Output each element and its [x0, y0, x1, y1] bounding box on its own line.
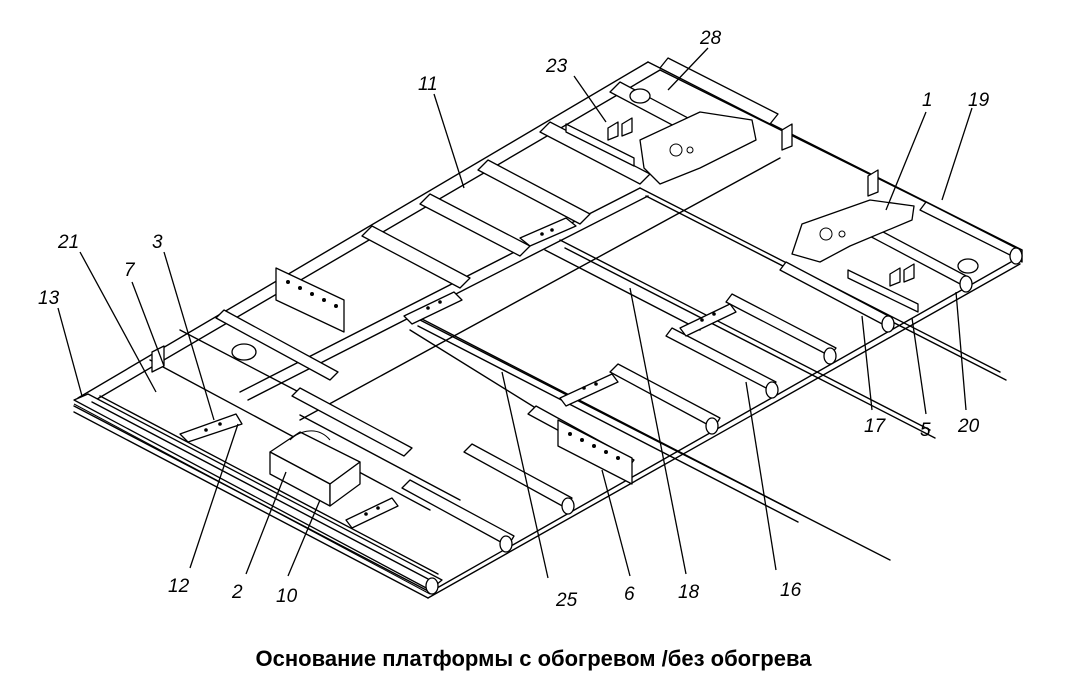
- callout-21: 21: [57, 232, 79, 253]
- callout-2: 2: [231, 582, 243, 603]
- callout-1: 1: [922, 90, 933, 111]
- callout-3: 3: [152, 232, 163, 253]
- heater-box: [269, 430, 361, 507]
- callout-7: 7: [124, 260, 136, 281]
- callout-17: 17: [864, 416, 887, 437]
- callout-labels: 28 23 11 1 19 21 3 7 13 17 5 20 12 2 10 …: [38, 28, 990, 611]
- callout-5: 5: [920, 420, 931, 441]
- diagram-caption: Основание платформы с обогревом /без обо…: [255, 646, 812, 671]
- callout-10: 10: [276, 586, 298, 607]
- gussets: [231, 88, 979, 361]
- stops: [151, 117, 919, 373]
- side-plates: [179, 217, 737, 529]
- callout-25: 25: [555, 590, 578, 611]
- callout-18: 18: [678, 582, 700, 603]
- longitudinal-beams: [91, 157, 891, 581]
- callout-20: 20: [957, 416, 980, 437]
- callout-12: 12: [168, 576, 190, 597]
- callout-28: 28: [699, 28, 722, 49]
- platform-frame: [73, 61, 1023, 599]
- callout-6: 6: [624, 584, 635, 605]
- callout-16: 16: [780, 580, 802, 601]
- callout-13: 13: [38, 288, 60, 309]
- leader-lines: [57, 47, 973, 579]
- callout-23: 23: [545, 56, 568, 77]
- callout-19: 19: [968, 90, 990, 111]
- callout-11: 11: [418, 74, 438, 95]
